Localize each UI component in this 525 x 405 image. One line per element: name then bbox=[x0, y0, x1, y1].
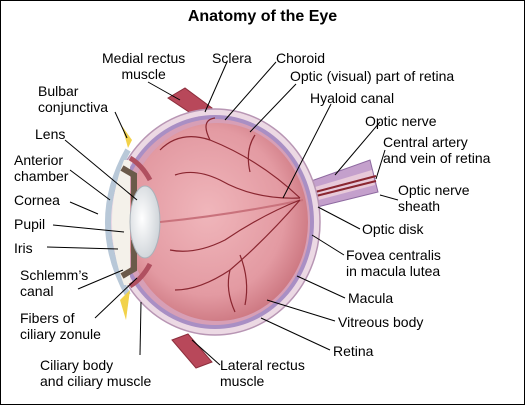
label-macula: Macula bbox=[348, 290, 394, 306]
iris-shape bbox=[120, 165, 137, 279]
label-cornea: Cornea bbox=[14, 192, 60, 208]
label-optic-nerve: Optic nerve bbox=[365, 113, 437, 129]
diagram-title: Anatomy of the Eye bbox=[187, 8, 338, 25]
label-hyaloid-canal: Hyaloid canal bbox=[310, 90, 395, 106]
anterior-chamber-shape bbox=[112, 160, 130, 285]
label-optic-disk: Optic disk bbox=[362, 221, 424, 237]
lateral-rectus-muscle bbox=[171, 333, 213, 369]
label-iris: Iris bbox=[14, 240, 33, 256]
label-vitreous-body: Vitreous body bbox=[338, 314, 424, 330]
vitreous-chamber bbox=[126, 123, 308, 321]
label-optic-part-retina: Optic (visual) part of retina bbox=[290, 68, 455, 84]
label-choroid: Choroid bbox=[276, 50, 326, 66]
label-retina: Retina bbox=[333, 343, 374, 359]
cornea-shape bbox=[105, 148, 131, 297]
label-lens: Lens bbox=[35, 126, 66, 142]
label-sclera: Sclera bbox=[212, 50, 252, 66]
retinal-vessels bbox=[159, 117, 301, 313]
leader-lines bbox=[46, 61, 399, 366]
label-pupil: Pupil bbox=[14, 216, 46, 232]
ciliary-body-shape bbox=[128, 155, 153, 289]
conjunctiva-lower-shape bbox=[120, 290, 130, 320]
lens-shape bbox=[129, 185, 161, 259]
hyaloid-fold bbox=[159, 199, 304, 223]
